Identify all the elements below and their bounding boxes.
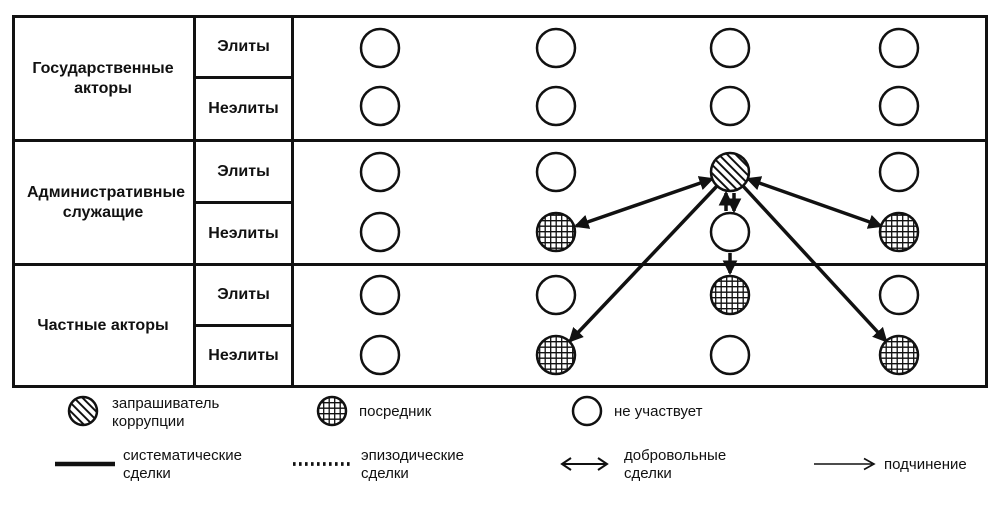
- subrow-line-3: [193, 324, 293, 327]
- row-label-text: Неэлиты: [208, 224, 279, 242]
- actor-node-none: [709, 334, 751, 376]
- actor-node-none: [878, 274, 920, 316]
- episodic-line-icon: [291, 455, 355, 478]
- table-outer-border: [12, 15, 988, 388]
- group-label-text: Частные акторы: [37, 316, 169, 334]
- legend-none-label: не участвует: [614, 403, 703, 420]
- legend-voluntary-label: добровольные сделки: [624, 447, 727, 482]
- actor-node-none: [709, 85, 751, 127]
- actor-node-none: [535, 274, 577, 316]
- link-arrow: [741, 184, 888, 343]
- actor-node-none: [878, 151, 920, 193]
- actor-node-none: [359, 274, 401, 316]
- actor-node-intermediary: [709, 274, 751, 316]
- legend-intermediary-label: посредник: [359, 403, 432, 420]
- group-label-administrative: Административные служащие: [15, 142, 191, 263]
- table-hline-group1: [12, 139, 988, 142]
- intermediary-icon: [312, 391, 352, 436]
- legend-systematic-label: систематические сделки: [123, 447, 242, 482]
- link-arrow: [573, 176, 715, 229]
- row-label-g1-nonelites: Неэлиты: [196, 79, 291, 139]
- actor-node-intermediary: [535, 334, 577, 376]
- actor-node-none: [878, 27, 920, 69]
- row-label-text: Элиты: [217, 162, 270, 180]
- legend-subordination-label: подчинение: [884, 456, 967, 473]
- legend-requester-label: запрашиватель коррупции: [112, 395, 220, 430]
- actor-node-none: [359, 85, 401, 127]
- row-label-g2-nonelites: Неэлиты: [196, 204, 291, 263]
- group-label-text: Административные служащие: [27, 183, 186, 221]
- subordination-arrow-icon: [812, 455, 880, 478]
- group-label-private-actors: Частные акторы: [15, 266, 191, 385]
- actor-node-none: [359, 27, 401, 69]
- voluntary-arrow-icon: [553, 455, 617, 478]
- row-label-g1-elites: Элиты: [196, 18, 291, 76]
- not-participating-icon: [567, 391, 607, 436]
- actor-node-none: [359, 334, 401, 376]
- row-label-text: Неэлиты: [208, 347, 279, 364]
- group-label-text: Государственные акторы: [32, 59, 174, 97]
- subrow-line-2: [193, 201, 293, 204]
- row-label-g3-elites: Элиты: [196, 266, 291, 324]
- actor-node-none: [878, 85, 920, 127]
- actor-node-requester: [709, 151, 751, 193]
- actor-node-none: [535, 151, 577, 193]
- actor-node-none: [535, 27, 577, 69]
- actor-node-none: [359, 151, 401, 193]
- actor-node-none: [359, 211, 401, 253]
- actor-node-intermediary: [535, 211, 577, 253]
- row-label-text: Элиты: [217, 286, 270, 303]
- row-label-text: Неэлиты: [208, 100, 279, 117]
- actor-node-none: [709, 27, 751, 69]
- row-label-g2-elites: Элиты: [196, 142, 291, 201]
- systematic-line-icon: [53, 455, 117, 478]
- row-label-text: Элиты: [217, 38, 270, 55]
- link-arrow: [568, 184, 719, 343]
- actor-node-none: [535, 85, 577, 127]
- link-arrow: [745, 176, 884, 229]
- actor-node-none: [709, 211, 751, 253]
- actor-node-intermediary: [878, 211, 920, 253]
- legend-episodic-label: эпизодические сделки: [361, 447, 464, 482]
- group-label-state-actors: Государственные акторы: [15, 18, 191, 139]
- table-hline-group2: [12, 263, 988, 266]
- subrow-line-1: [193, 76, 293, 79]
- row-label-g3-nonelites: Неэлиты: [196, 327, 291, 385]
- requester-icon: [63, 391, 103, 436]
- actor-node-intermediary: [878, 334, 920, 376]
